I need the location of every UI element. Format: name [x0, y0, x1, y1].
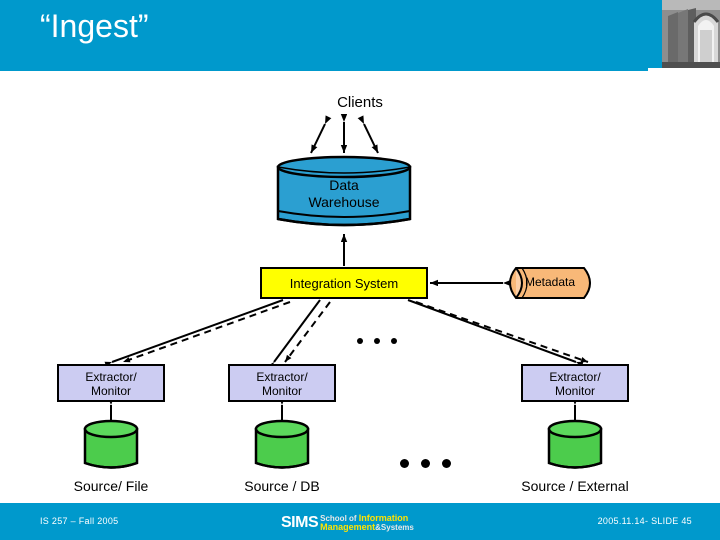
extractor-label-line1: Extractor/	[549, 370, 601, 384]
source-label-2: Source / DB	[244, 478, 320, 494]
sims-logo-line2-big: Management	[320, 522, 376, 532]
footer-course-label: IS 257 – Fall 2005	[40, 516, 119, 526]
extractor-label-line2: Monitor	[554, 384, 595, 398]
sims-logo-mark: SIMS	[281, 514, 319, 531]
ellipsis-dot	[357, 338, 363, 344]
sims-logo-line1-small: School of	[320, 514, 359, 523]
data-warehouse-label: Data Warehouse	[276, 177, 412, 211]
ellipsis-extractors	[357, 338, 408, 344]
ellipsis-dot	[442, 459, 451, 468]
metadata-node[interactable]: Metadata	[505, 266, 595, 300]
clients-label: Clients	[337, 94, 383, 111]
data-warehouse-node[interactable]: Data Warehouse	[276, 155, 412, 231]
page-title: “Ingest”	[40, 8, 149, 44]
extractor-label-line1: Extractor/	[85, 370, 137, 384]
ellipsis-dot	[400, 459, 409, 468]
extractor-label-line1: Extractor/	[256, 370, 308, 384]
extractor-monitor-label-3: Extractor/ Monitor	[523, 370, 627, 398]
sims-logo-wordmark: School of Information Management&Systems	[320, 514, 414, 532]
footer-slide-number: 2005.11.14- SLIDE 45	[597, 516, 692, 526]
source-cylinder-3[interactable]	[546, 418, 604, 474]
connector-lines	[104, 114, 589, 432]
sims-logo-line2-small: &Systems	[375, 523, 414, 532]
data-warehouse-label-line2: Warehouse	[308, 194, 380, 210]
ellipsis-sources	[400, 459, 463, 468]
slide-header: “Ingest”	[0, 0, 720, 71]
ellipsis-dot	[374, 338, 380, 344]
extractor-monitor-label-1: Extractor/ Monitor	[59, 370, 163, 398]
slide-footer: IS 257 – Fall 2005 SIMS School of Inform…	[0, 503, 720, 540]
sims-logo-line1: School of Information	[320, 514, 414, 523]
sims-logo: SIMS School of Information Management&Sy…	[281, 511, 459, 535]
extractor-label-line2: Monitor	[90, 384, 131, 398]
ellipsis-dot	[421, 459, 430, 468]
data-warehouse-label-line1: Data	[329, 177, 359, 193]
source-cylinder-1[interactable]	[82, 418, 140, 474]
building-facade-photo	[648, 0, 720, 71]
extractor-monitor-node-1[interactable]: Extractor/ Monitor	[57, 364, 165, 402]
sims-logo-line1-big: Information	[358, 513, 409, 523]
source-cylinder-2[interactable]	[253, 418, 311, 474]
extractor-monitor-label-2: Extractor/ Monitor	[230, 370, 334, 398]
integration-system-label: Integration System	[289, 276, 399, 291]
extractor-monitor-node-3[interactable]: Extractor/ Monitor	[521, 364, 629, 402]
sims-logo-line2: Management&Systems	[320, 523, 414, 532]
ingest-architecture-diagram: Clients Data Warehouse Integration Syste…	[0, 74, 720, 500]
metadata-label: Metadata	[524, 275, 576, 289]
header-divider	[0, 71, 720, 74]
integration-system-node[interactable]: Integration System	[260, 267, 428, 299]
extractor-label-line2: Monitor	[261, 384, 302, 398]
source-label-3: Source / External	[521, 478, 629, 494]
extractor-monitor-node-2[interactable]: Extractor/ Monitor	[228, 364, 336, 402]
source-label-1: Source/ File	[73, 478, 149, 494]
ellipsis-dot	[391, 338, 397, 344]
